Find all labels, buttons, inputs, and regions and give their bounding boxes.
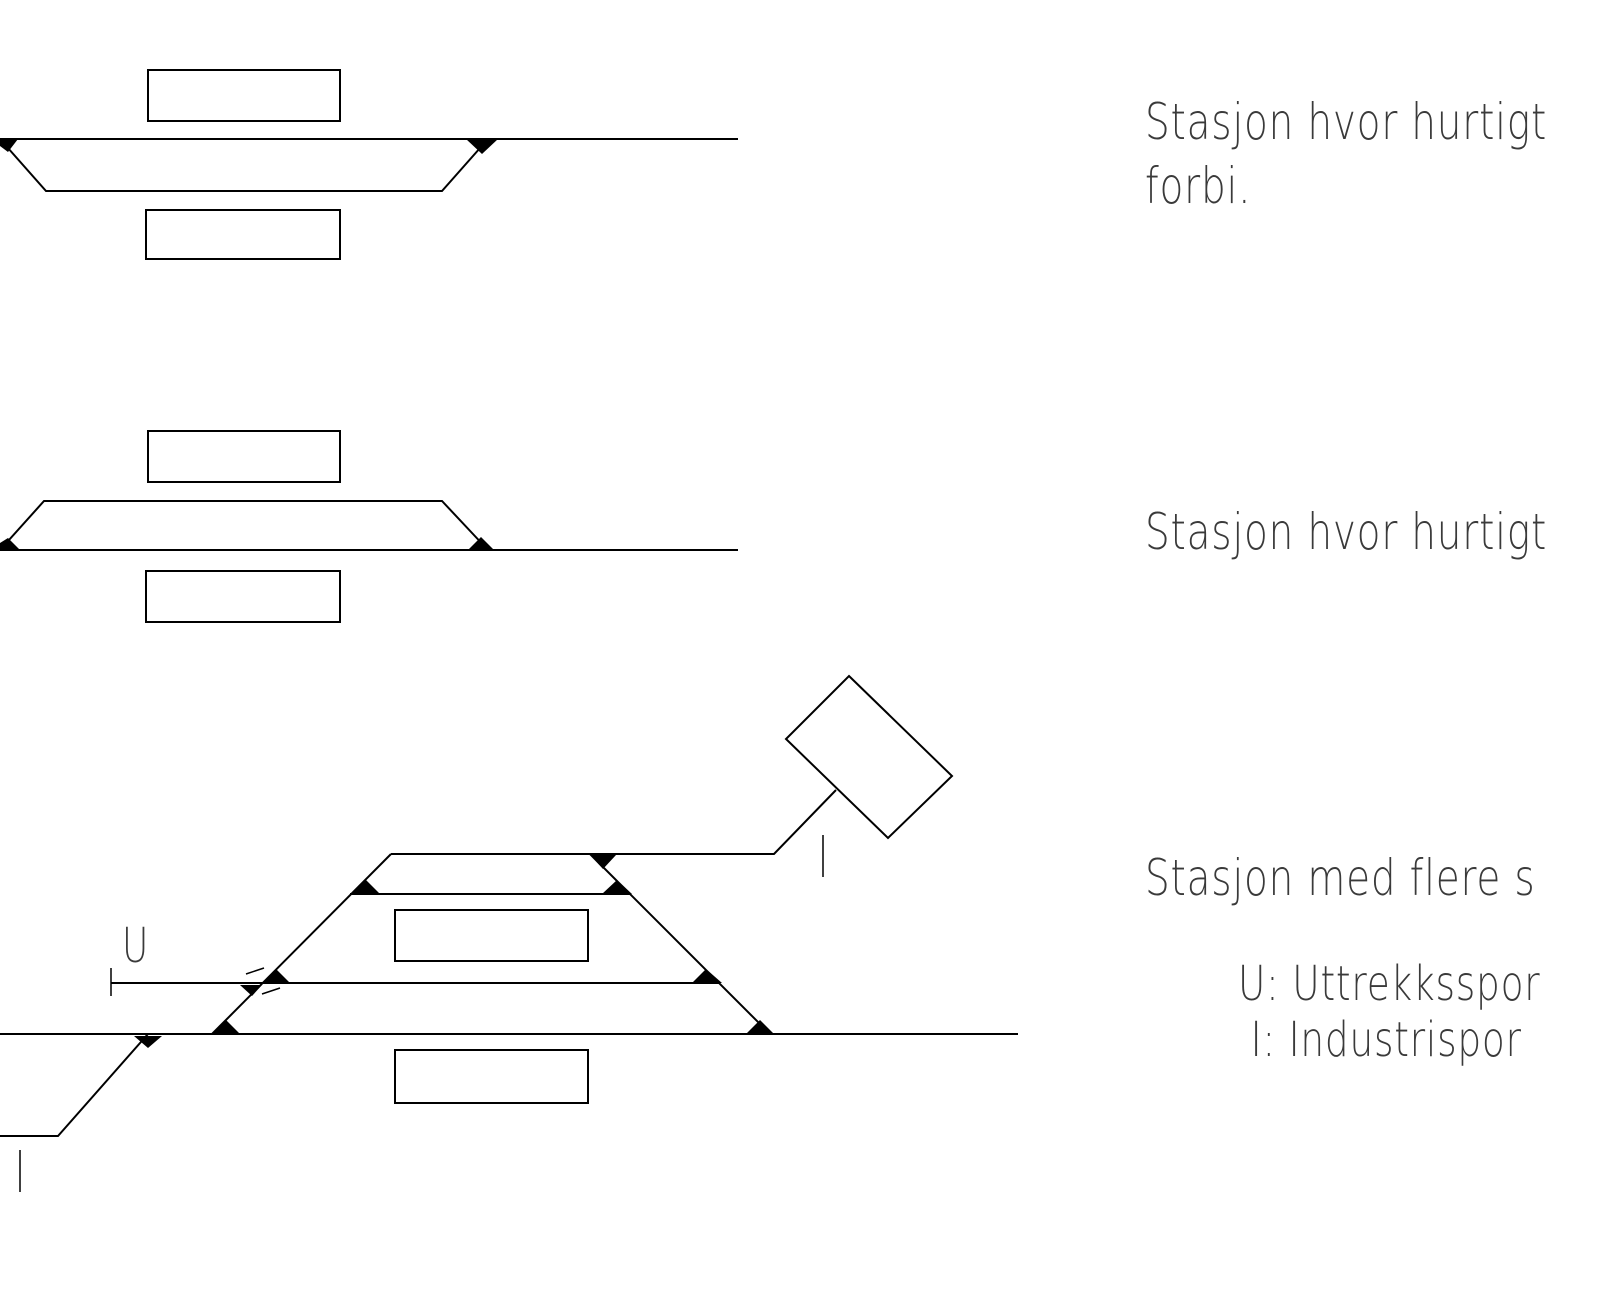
station-3-switch-main-right [746,1020,774,1034]
station-1-switch-right [466,139,498,154]
station-3-lower-industry-track [0,1033,149,1137]
station-3-platform-bottom [394,1049,589,1104]
station-1-description-line-1: Stasjon hvor hurtigt [1145,93,1548,151]
station-3-platform-middle [394,909,589,962]
station-2-platform-top [147,430,341,483]
station-1-switch-left [0,139,18,152]
station-3-diagram: I I [0,674,1018,1192]
station-3-pull-out-label: U [122,918,149,974]
station-3-switch-top-right [590,855,616,869]
station-3-legend: U: Uttrekksspor I: Industrispor [1238,956,1540,1068]
station-3-switch-industry-lower [134,1036,162,1048]
station-3-left-ladder [211,853,392,1035]
station-3-switch-pullout-left [262,969,290,983]
station-2-passing-track [0,500,489,551]
station-2-platform-bottom [145,570,341,623]
station-2-switch-right [468,537,494,550]
station-2-diagram [0,430,738,623]
station-2-description-line-1: Stasjon hvor hurtigt [1145,503,1548,561]
station-1-passing-track [0,138,489,192]
station-1-platform-top [147,69,341,122]
station-1-platform-bottom [145,209,341,260]
station-2-description: Stasjon hvor hurtigt [1145,500,1547,564]
station-3-switch-second-left [352,880,380,894]
station-3-description-line-1: Stasjon med flere s [1145,849,1536,907]
station-1-diagram [0,69,738,260]
station-3-description: Stasjon med flere s [1145,846,1535,910]
station-1-description-line-2: forbi. [1145,157,1252,215]
station-3-switch-second-right [602,880,632,894]
station-3-crossover-tick-a [245,967,265,975]
station-2-switch-left [0,538,20,550]
station-3-crossover-tick-b [261,987,281,995]
station-3-switch-crossover [240,985,262,996]
legend-industry-track: I: Industrispor [1238,1012,1522,1068]
station-1-description: Stasjon hvor hurtigt forbi. [1145,90,1547,218]
legend-pull-out-track: U: Uttrekksspor [1238,956,1541,1012]
station-3-industry-building [784,674,954,840]
station-3-switch-main-left [212,1020,240,1034]
station-3-upper-industry-track [602,789,837,855]
station-3-switch-pullout-right [692,969,722,983]
